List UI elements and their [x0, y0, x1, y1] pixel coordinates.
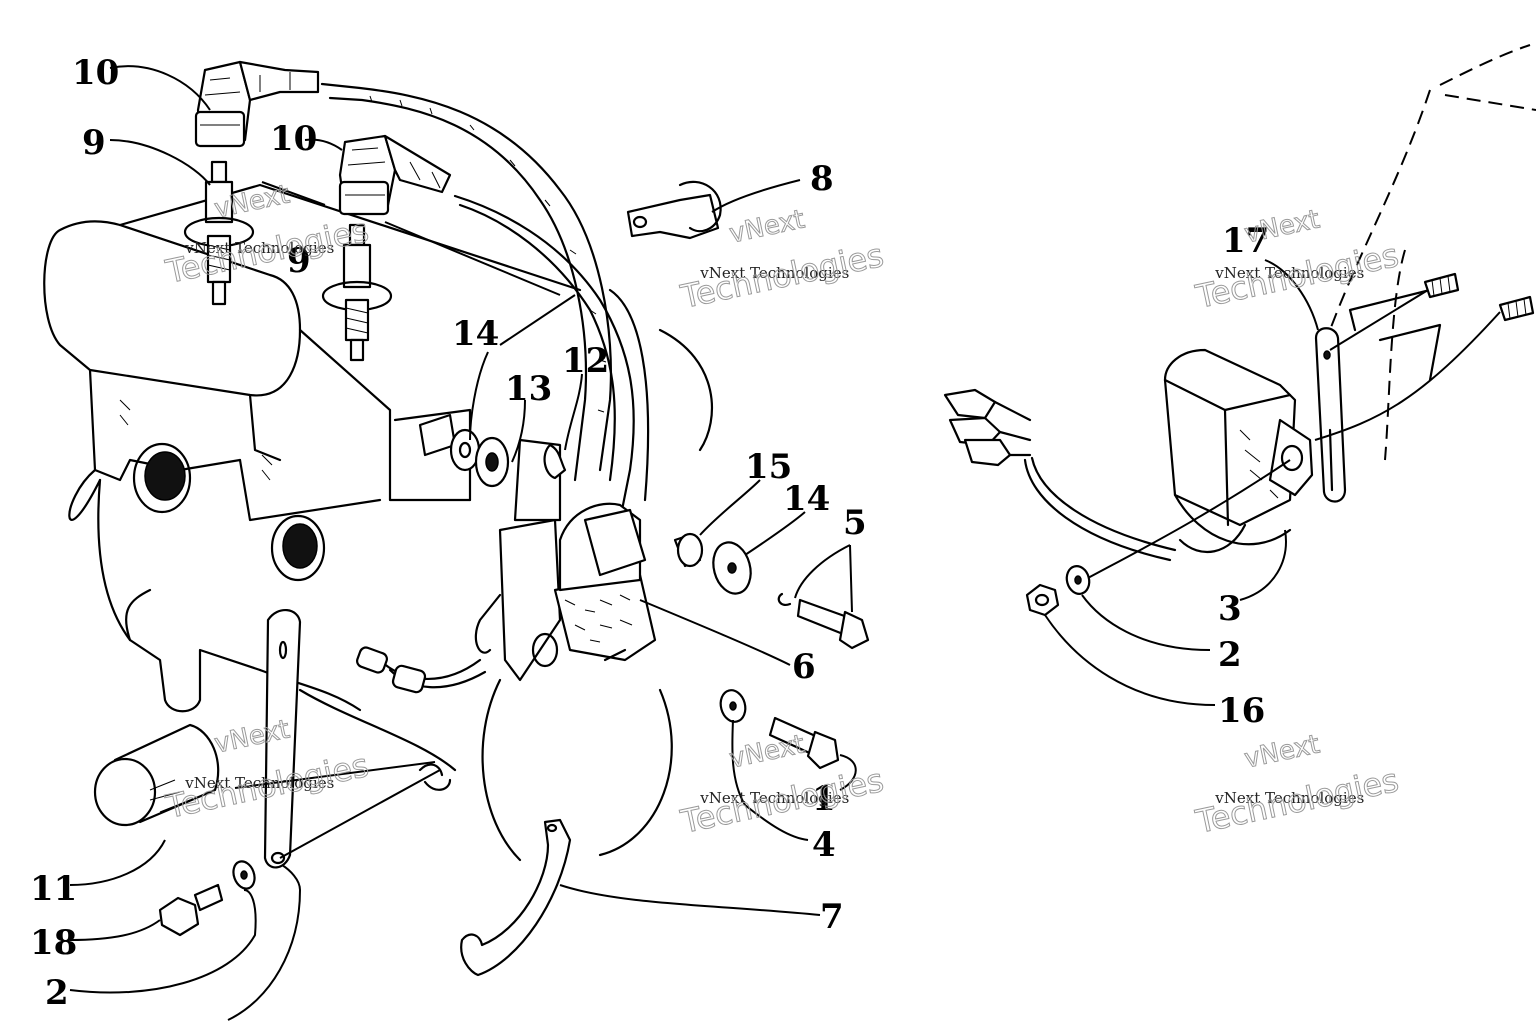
mounting-slot-bracket — [1314, 327, 1347, 503]
leader-lines — [69, 65, 1501, 1021]
callout-label: 5 — [843, 503, 867, 543]
callout-label: 10 — [270, 119, 317, 159]
assembly-outline-arcs — [481, 328, 714, 862]
high-tension-leads — [320, 82, 650, 522]
spacer-grommet — [418, 413, 567, 488]
callout-label: 10 — [72, 53, 119, 93]
callout-label: 14 — [783, 479, 830, 519]
callout-label: 1 — [812, 779, 836, 819]
callout-label: 2 — [45, 973, 69, 1013]
watermark-brand: vNext — [727, 204, 808, 249]
capacitor-cylinder — [93, 723, 220, 827]
watermark-company: Technologies — [1192, 761, 1402, 841]
watermark-company: Technologies — [677, 761, 887, 841]
watermark: vNext vNext Technologies Technologies — [1191, 204, 1402, 317]
watermark-caption: vNext Technologies — [1214, 264, 1364, 282]
watermark-brand: vNext — [1242, 729, 1323, 774]
callout-labels: 10 9 10 9 8 14 13 12 15 14 5 6 1 4 7 11 … — [30, 53, 1269, 1013]
callout-label: 8 — [810, 159, 834, 199]
ignition-coil — [474, 438, 657, 682]
callout-label: 9 — [82, 123, 106, 163]
watermark-caption: vNext Technologies — [699, 264, 849, 282]
spark-plug-right — [321, 223, 393, 362]
nut-and-washer-right — [1025, 565, 1091, 617]
watermark-caption: vNext Technologies — [1214, 789, 1364, 807]
wire-clip — [626, 180, 722, 240]
callout-label: 4 — [812, 825, 836, 865]
callout-label: 16 — [1218, 691, 1265, 731]
cdi-box — [1163, 348, 1314, 546]
callout-label: 12 — [562, 341, 609, 381]
bolt-and-washer-left — [158, 860, 256, 937]
watermark-caption: vNext Technologies — [184, 774, 334, 792]
spark-plug-left — [183, 160, 255, 306]
callout-label: 9 — [287, 241, 311, 281]
spark-plug-cap-lower — [338, 134, 452, 216]
callout-label: 7 — [820, 897, 844, 937]
watermark-caption: vNext Technologies — [699, 789, 849, 807]
watermark-brand: vNext — [1242, 204, 1323, 249]
engine-block — [43, 183, 582, 772]
spark-plug-cap-upper — [194, 60, 320, 148]
callout-label: 15 — [745, 447, 792, 487]
callout-label: 13 — [505, 369, 552, 409]
coil-lead-wire — [356, 646, 487, 694]
mounting-studs — [1423, 272, 1535, 322]
retaining-strap — [460, 818, 572, 977]
callout-label: 17 — [1222, 221, 1269, 261]
watermark-company: Technologies — [677, 236, 887, 316]
mounting-hardware-right — [673, 532, 870, 650]
watermark: vNext vNext Technologies Technologies — [676, 729, 887, 842]
mounting-hardware-lower — [719, 689, 840, 770]
callout-label: 3 — [1218, 589, 1242, 629]
callout-label: 11 — [30, 869, 77, 909]
callout-label: 6 — [792, 647, 816, 687]
watermark: vNext vNext Technologies Technologies — [1191, 729, 1402, 842]
cdi-wire-harness — [943, 388, 1247, 562]
ground-strap — [263, 609, 452, 869]
callout-label: 2 — [1218, 635, 1242, 675]
watermark-caption: vNext Technologies — [184, 239, 334, 257]
callout-label: 18 — [30, 923, 77, 963]
watermark-brand: vNext — [727, 729, 808, 774]
frame-outline — [1329, 44, 1536, 461]
callout-label: 14 — [452, 314, 499, 354]
